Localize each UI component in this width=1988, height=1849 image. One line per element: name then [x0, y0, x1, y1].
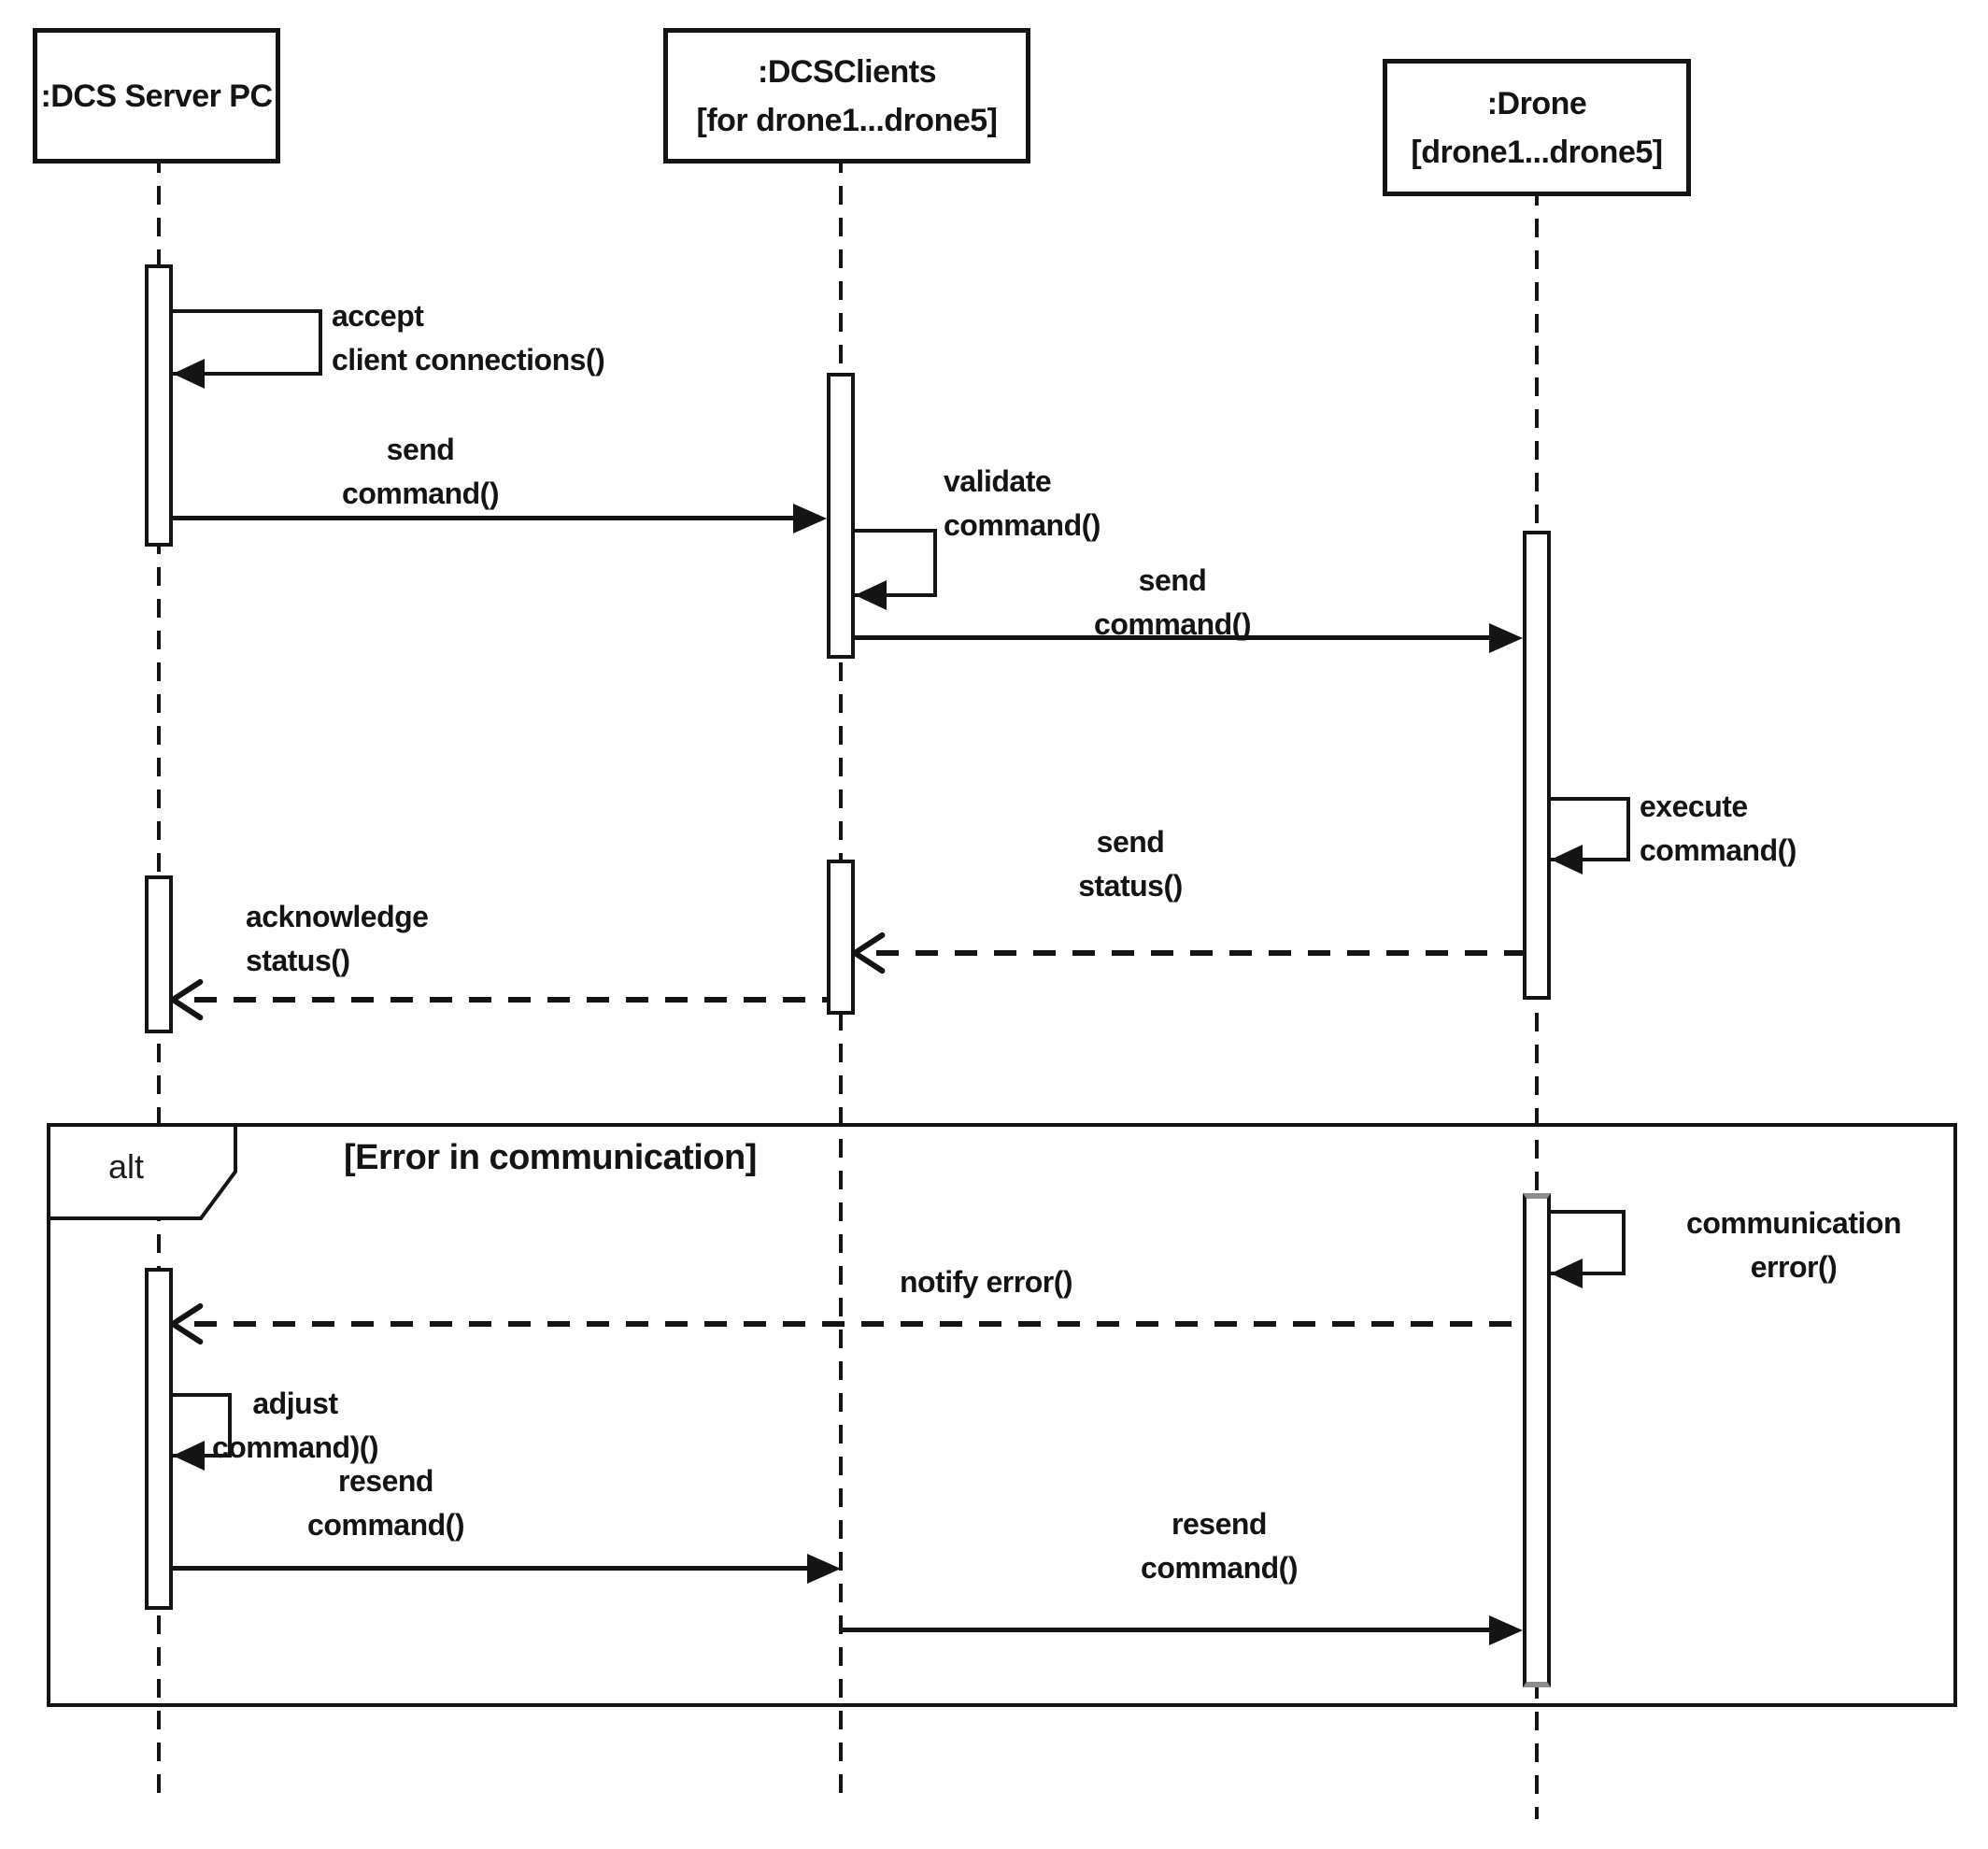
activation-server-1	[145, 264, 173, 547]
solid-arrowhead-icon	[807, 1554, 841, 1584]
lifeline-drone	[1535, 187, 1539, 1819]
label-line: communication	[1686, 1206, 1901, 1240]
label-line: acknowledge	[246, 900, 429, 933]
label-line: status()	[1078, 869, 1183, 903]
message-notify-error-label: notify error()	[900, 1260, 1073, 1304]
label-line: notify error()	[900, 1265, 1073, 1299]
message-resend-command-2-label: resend command()	[1079, 1502, 1359, 1590]
message-send-command-1-line	[173, 516, 795, 520]
activation-drone-2	[1523, 1193, 1551, 1687]
message-validate-command-loop	[855, 529, 937, 597]
message-send-command-1-label: send command()	[276, 428, 565, 516]
solid-arrowhead-icon	[173, 359, 205, 389]
solid-arrowhead-icon	[1551, 845, 1583, 875]
solid-arrowhead-icon	[793, 504, 827, 533]
message-accept-client-connections-loop	[173, 309, 322, 376]
message-notify-error-line	[194, 1321, 1523, 1327]
label-line: status()	[246, 944, 350, 977]
activation-clients-2	[827, 860, 855, 1015]
alt-guard-label: [Error in communication]	[344, 1138, 757, 1177]
label-line: command)()	[211, 1430, 379, 1464]
label-line: resend	[338, 1464, 433, 1498]
message-send-status-line	[876, 950, 1523, 956]
lifeline-header-drone: :Drone [drone1...drone5]	[1383, 59, 1691, 196]
solid-arrowhead-icon	[1551, 1259, 1583, 1288]
activation-server-3	[145, 1268, 173, 1610]
lifeline-title: :Drone	[1486, 85, 1587, 121]
label-line: resend	[1172, 1507, 1267, 1541]
message-send-command-2-label: send command()	[1028, 559, 1317, 647]
label-line: error()	[1750, 1250, 1838, 1284]
solid-arrowhead-icon	[1489, 623, 1523, 653]
label-line: command()	[1094, 607, 1251, 641]
message-acknowledge-status-label: acknowledge status()	[246, 895, 429, 983]
message-execute-command-loop	[1551, 797, 1630, 861]
label-line: validate	[944, 464, 1052, 498]
label-line: command()	[342, 476, 499, 510]
message-accept-client-connections-label: accept client connections()	[332, 294, 605, 382]
alt-operator-label: alt	[107, 1147, 145, 1186]
label-line: accept	[332, 299, 424, 333]
alt-operator-pentagon	[47, 1123, 237, 1220]
message-adjust-command-label: adjust command)()	[155, 1382, 435, 1470]
message-execute-command-label: execute command()	[1640, 785, 1796, 873]
label-line: command()	[307, 1508, 464, 1542]
message-send-command-2-line	[855, 635, 1491, 640]
message-resend-command-1-line	[173, 1566, 809, 1571]
label-line: send	[386, 433, 455, 466]
message-communication-error-label: communication error()	[1635, 1202, 1952, 1289]
label-line: send	[1096, 825, 1165, 859]
solid-arrowhead-icon	[1489, 1615, 1523, 1645]
label-line: command()	[1141, 1551, 1298, 1585]
lifeline-instances: [drone1...drone5]	[1411, 134, 1663, 170]
label-line: client connections()	[332, 343, 605, 377]
lifeline-header-clients: :DCSClients [for drone1...drone5]	[663, 28, 1030, 164]
message-communication-error-loop	[1551, 1210, 1626, 1275]
lifeline-instances: [for drone1...drone5]	[696, 102, 998, 138]
label-line: execute	[1640, 789, 1748, 823]
label-line: send	[1138, 563, 1207, 597]
lifeline-title: :DCS Server PC	[40, 78, 273, 114]
message-validate-command-label: validate command()	[944, 460, 1100, 548]
label-line: command()	[944, 508, 1100, 542]
label-line: command()	[1640, 833, 1796, 867]
message-send-status-label: send status()	[986, 820, 1275, 908]
lifeline-title: :DCSClients	[758, 53, 936, 90]
activation-clients-1	[827, 373, 855, 659]
message-acknowledge-status-line	[194, 997, 827, 1003]
message-resend-command-2-line	[841, 1628, 1491, 1632]
solid-arrowhead-icon	[173, 1441, 205, 1471]
lifeline-header-server: :DCS Server PC	[33, 28, 280, 164]
label-line: adjust	[252, 1387, 338, 1420]
activation-server-2	[145, 875, 173, 1033]
alt-fragment-frame	[47, 1123, 1957, 1707]
message-resend-command-1-label: resend command()	[246, 1459, 526, 1547]
solid-arrowhead-icon	[855, 580, 887, 610]
activation-drone-1	[1523, 531, 1551, 1000]
